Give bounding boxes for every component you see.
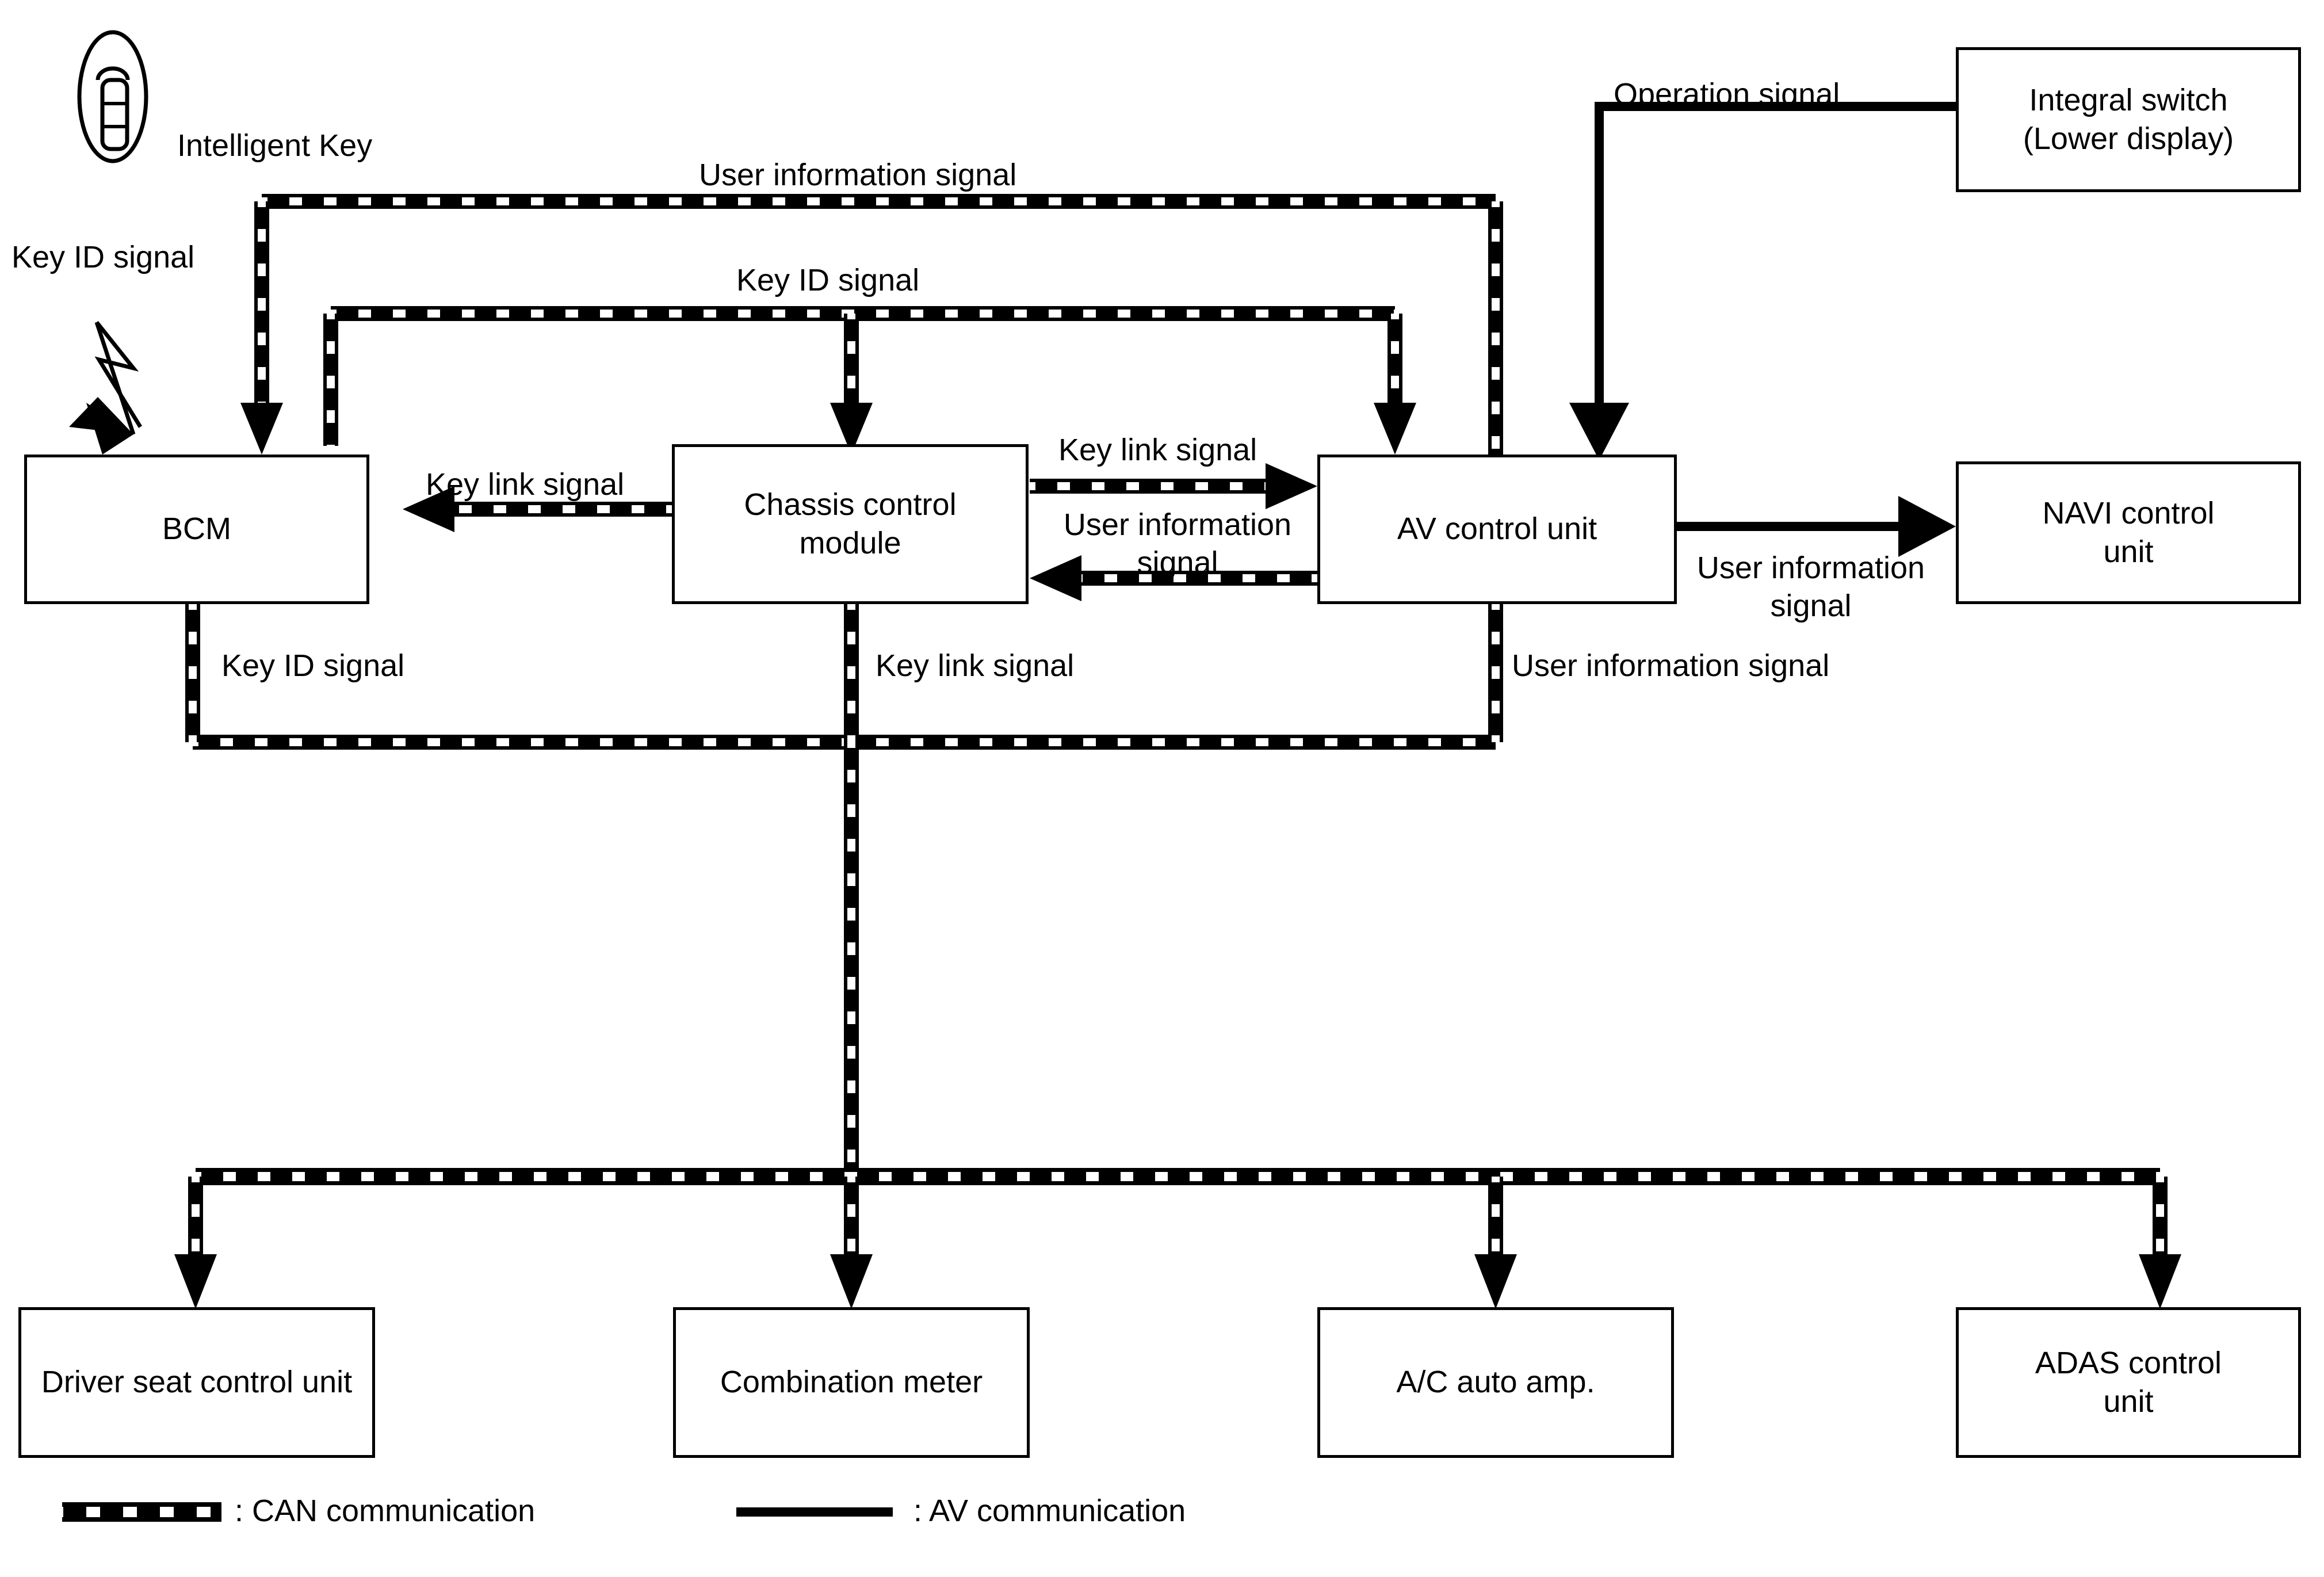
can-bus-key-id — [323, 306, 1416, 455]
label-key-id-wireless: Key ID signal — [12, 240, 195, 274]
label-operation-signal: Operation signal — [1614, 77, 1840, 112]
label-user-information-down: User information signal — [1512, 648, 1830, 683]
av-line-av-to-navi — [1677, 496, 1956, 557]
node-navi-control-unit[interactable]: NAVI control unit — [1956, 461, 2301, 604]
av-line-integral-switch-to-av — [1569, 102, 1956, 460]
node-ac-auto-amp-label: A/C auto amp. — [1396, 1365, 1595, 1400]
node-bcm-label: BCM — [162, 511, 231, 547]
node-av-control-unit[interactable]: AV control unit — [1317, 455, 1677, 604]
label-user-information-av-to-chassis: User information signal — [1063, 507, 1292, 580]
node-chassis-control-module-label: Chassis control module — [744, 487, 957, 561]
key-fob-icon — [77, 30, 148, 163]
node-integral-switch[interactable]: Integral switch (Lower display) — [1956, 47, 2301, 192]
node-combination-meter-label: Combination meter — [720, 1365, 983, 1400]
node-av-control-unit-label: AV control unit — [1397, 511, 1597, 547]
can-arrow-key-link-chassis-to-bcm — [403, 486, 672, 532]
label-user-information-navi: User information signal — [1696, 551, 1925, 623]
node-navi-control-unit-label: NAVI control unit — [2042, 495, 2215, 570]
legend-av-text: : AV communication — [913, 1494, 1186, 1528]
node-adas-control-unit-label: ADAS control unit — [2035, 1345, 2222, 1419]
node-ac-auto-amp[interactable]: A/C auto amp. — [1317, 1307, 1674, 1458]
node-adas-control-unit[interactable]: ADAS control unit — [1956, 1307, 2301, 1458]
legend-can-text: : CAN communication — [235, 1494, 536, 1528]
node-driver-seat-control-unit-label: Driver seat control unit — [41, 1365, 353, 1400]
node-driver-seat-control-unit[interactable]: Driver seat control unit — [18, 1307, 375, 1458]
can-bus-bottom — [174, 1168, 2181, 1309]
label-user-information-top: User information signal — [699, 158, 1017, 192]
node-combination-meter[interactable]: Combination meter — [673, 1307, 1030, 1458]
label-key-link-chassis-to-bcm: Key link signal — [426, 467, 625, 502]
can-arrow-user-info-av-to-chassis — [1030, 555, 1317, 601]
node-integral-switch-label: Integral switch (Lower display) — [2023, 82, 2234, 156]
intelligent-key-label: Intelligent Key — [177, 128, 373, 163]
node-chassis-control-module[interactable]: Chassis control module — [672, 444, 1029, 604]
can-arrow-key-link-chassis-to-av — [1030, 463, 1317, 509]
node-bcm[interactable]: BCM — [24, 455, 369, 604]
can-bus-user-information-top — [240, 194, 1503, 460]
label-key-id-down: Key ID signal — [221, 648, 405, 683]
label-key-id-bus: Key ID signal — [736, 263, 920, 297]
label-key-link-chassis-to-av: Key link signal — [1058, 433, 1257, 467]
key-id-wireless-arrow — [69, 320, 142, 455]
label-key-link-down: Key link signal — [876, 648, 1075, 683]
